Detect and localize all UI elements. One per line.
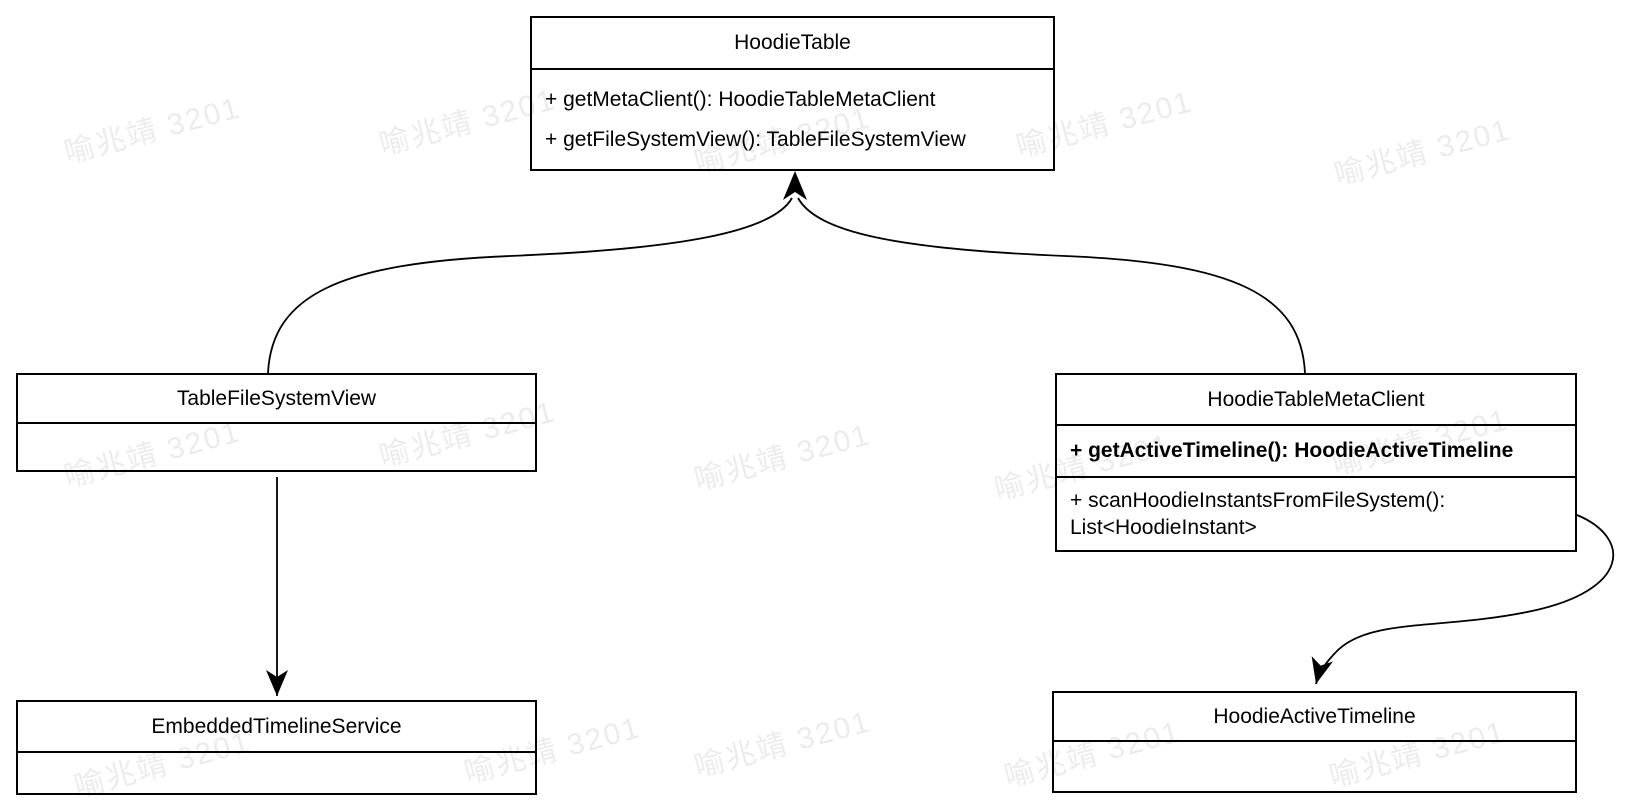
class-box-embeddedtimelineservice: EmbeddedTimelineService [16,700,537,795]
method-getactivetimeline: + getActiveTimeline(): HoodieActiveTimel… [1057,424,1575,476]
edge-tablefilesystemview-to-hoodietable [267,197,793,374]
class-members-tablefilesystemview-empty [18,422,535,470]
class-members-hoodietable: + getMetaClient(): HoodieTableMetaClient… [532,68,1053,169]
class-box-hoodieactivetimeline: HoodieActiveTimeline [1052,691,1577,793]
class-box-hoodietable: HoodieTable + getMetaClient(): HoodieTab… [530,16,1055,171]
class-members-embeddedtimelineservice-empty [18,751,535,793]
method-scanhoodieinstantsfromfilesystem: + scanHoodieInstantsFromFileSystem(): Li… [1057,476,1575,550]
class-members-hoodieactivetimeline-empty [1054,740,1575,791]
class-title-hoodietable: HoodieTable [734,31,851,54]
edge-hoodietablemetaclient-to-hoodieactivetimeline [1311,514,1615,685]
class-title-hoodieactivetimeline: HoodieActiveTimeline [1213,704,1416,728]
class-title-hoodietablemetaclient: HoodieTableMetaClient [1207,387,1425,411]
edge-hoodietablemetaclient-to-hoodietable [797,197,1306,374]
method-getfilesystemview: + getFileSystemView(): TableFileSystemVi… [545,127,966,151]
method-getmetaclient: + getMetaClient(): HoodieTableMetaClient [545,88,936,112]
class-box-tablefilesystemview: TableFileSystemView [16,373,537,472]
class-title-embeddedtimelineservice: EmbeddedTimelineService [151,714,402,738]
arrowhead-to-hoodietable [783,171,807,200]
class-box-hoodietablemetaclient: HoodieTableMetaClient + getActiveTimelin… [1055,373,1577,552]
class-title-tablefilesystemview: TableFileSystemView [176,386,377,410]
